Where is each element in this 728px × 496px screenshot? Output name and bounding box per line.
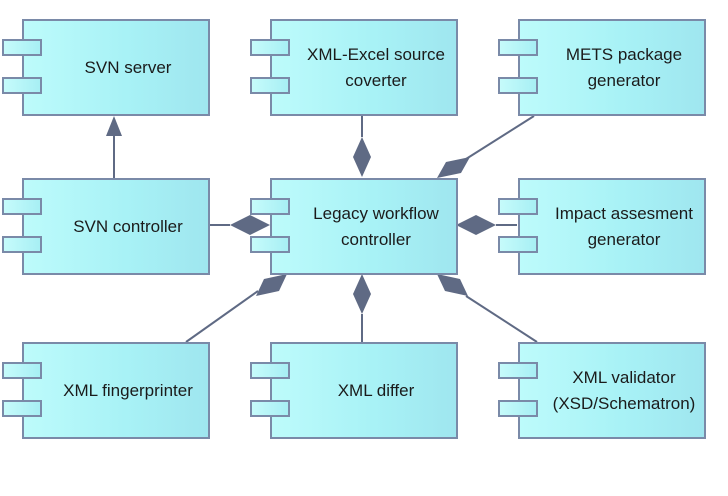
component-port-icon: [250, 236, 290, 253]
component-label: XML fingerprinter: [63, 380, 193, 400]
component-body: [22, 178, 210, 275]
arrowhead-svn-server: [106, 116, 122, 136]
component-body: [518, 178, 706, 275]
component-body: [518, 19, 706, 116]
component-port-icon: [250, 198, 290, 215]
component-port-icon: [2, 39, 42, 56]
component-label: Impact assesment generator: [555, 203, 693, 249]
component-port-icon: [250, 362, 290, 379]
component-legacy-workflow-controller[interactable]: Legacy workflow controller: [250, 178, 458, 275]
connector-fingerprinter-to-legacy: [185, 290, 259, 343]
component-port-icon: [498, 198, 538, 215]
component-port-icon: [2, 362, 42, 379]
aggregation-diamond-xml-excel: [353, 137, 371, 177]
component-xml-differ[interactable]: XML differ: [250, 342, 458, 439]
component-port-icon: [250, 77, 290, 94]
aggregation-diamond-impact: [456, 215, 496, 235]
component-port-icon: [250, 39, 290, 56]
component-port-icon: [2, 198, 42, 215]
component-port-icon: [2, 77, 42, 94]
component-port-icon: [2, 400, 42, 417]
aggregation-diamond-svn-controller: [230, 215, 270, 235]
component-label: Legacy workflow controller: [313, 203, 439, 249]
component-port-icon: [250, 400, 290, 417]
connector-mets-to-legacy: [465, 115, 535, 160]
aggregation-diamond-fingerprinter: [256, 274, 287, 296]
component-label: SVN controller: [73, 216, 183, 236]
component-port-icon: [498, 236, 538, 253]
connector-validator-to-legacy: [465, 295, 538, 343]
component-body: [22, 19, 210, 116]
component-xml-excel-converter[interactable]: XML-Excel source coverter: [250, 19, 458, 116]
component-svn-server[interactable]: SVN server: [2, 19, 210, 116]
component-port-icon: [498, 77, 538, 94]
aggregation-diamond-validator: [437, 274, 468, 296]
component-body: [270, 178, 458, 275]
aggregation-diamond-mets: [437, 157, 470, 178]
component-port-icon: [2, 236, 42, 253]
component-port-icon: [498, 39, 538, 56]
component-label: XML-Excel source coverter: [307, 44, 445, 90]
component-label: SVN server: [84, 57, 172, 77]
component-impact-assesment-generator[interactable]: Impact assesment generator: [498, 178, 706, 275]
component-label: XML differ: [337, 380, 415, 400]
component-label: XML validator (XSD/Schematron): [552, 367, 696, 413]
component-xml-validator[interactable]: XML validator (XSD/Schematron): [498, 342, 706, 439]
component-label: METS package generator: [565, 44, 683, 90]
component-body: [270, 19, 458, 116]
component-body: [270, 342, 458, 439]
aggregation-diamond-differ: [353, 274, 371, 314]
component-body: [518, 342, 706, 439]
component-xml-fingerprinter[interactable]: XML fingerprinter: [2, 342, 210, 439]
component-svn-controller[interactable]: SVN controller: [2, 178, 210, 275]
component-port-icon: [498, 400, 538, 417]
component-mets-package-generator[interactable]: METS package generator: [498, 19, 706, 116]
component-port-icon: [498, 362, 538, 379]
component-body: [22, 342, 210, 439]
